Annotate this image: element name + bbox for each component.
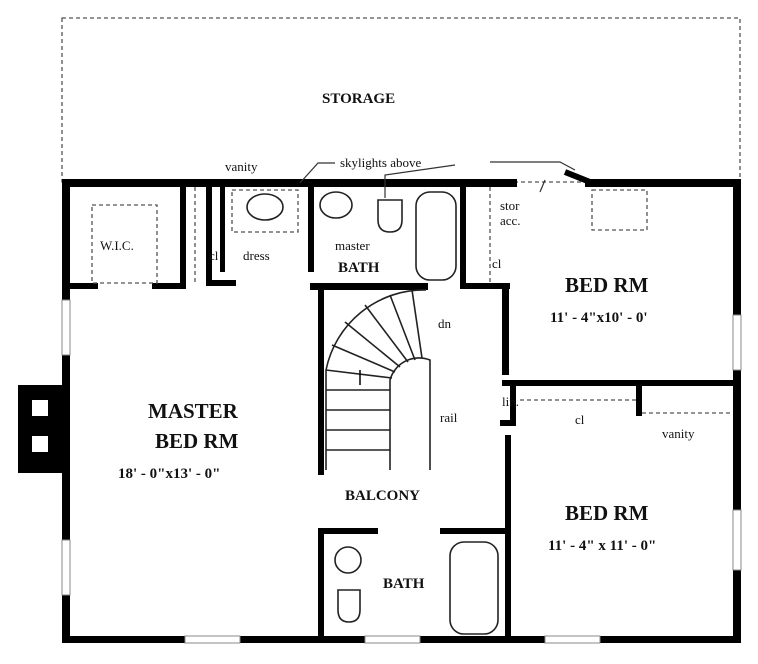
label-bath: BATH [383, 576, 425, 592]
leader-lines [299, 161, 576, 198]
label-master-bath-2: BATH [338, 260, 380, 276]
label-linen: lin. [502, 394, 519, 409]
label-bed-rm-2-dims: 11' - 4" x 11' - 0" [548, 538, 656, 554]
label-master-2: BED RM [155, 429, 239, 453]
label-stor: stor [500, 198, 520, 213]
label-bed-rm-2: BED RM [565, 501, 649, 525]
label-closet: cl [209, 248, 219, 263]
label-master-dims: 18' - 0"x13' - 0" [118, 466, 220, 482]
label-bed-rm-1: BED RM [565, 273, 649, 297]
label-wic: W.I.C. [100, 238, 134, 253]
interior-walls [62, 187, 738, 640]
label-dn: dn [438, 316, 452, 331]
label-rail: rail [440, 410, 458, 425]
chimney [18, 385, 62, 473]
staircase[interactable] [325, 289, 431, 470]
label-master-1: MASTER [148, 399, 239, 423]
label-balcony: BALCONY [345, 488, 420, 504]
bath-fixtures [231, 189, 499, 635]
label-bed-rm-1-dims: 11' - 4"x10' - 0' [550, 310, 648, 326]
closet-lines [91, 187, 733, 414]
label-vanity-bed2: vanity [662, 426, 695, 441]
storage-area [61, 17, 741, 183]
label-master-bath-1: master [335, 238, 370, 253]
label-closet-3: cl [575, 412, 585, 427]
label-storage: STORAGE [322, 91, 395, 107]
label-vanity-top: vanity [225, 159, 258, 174]
label-acc: acc. [500, 213, 521, 228]
label-skylights: skylights above [340, 155, 421, 170]
label-closet-2: cl [492, 256, 502, 271]
label-dress: dress [243, 248, 270, 263]
windows [61, 299, 742, 644]
